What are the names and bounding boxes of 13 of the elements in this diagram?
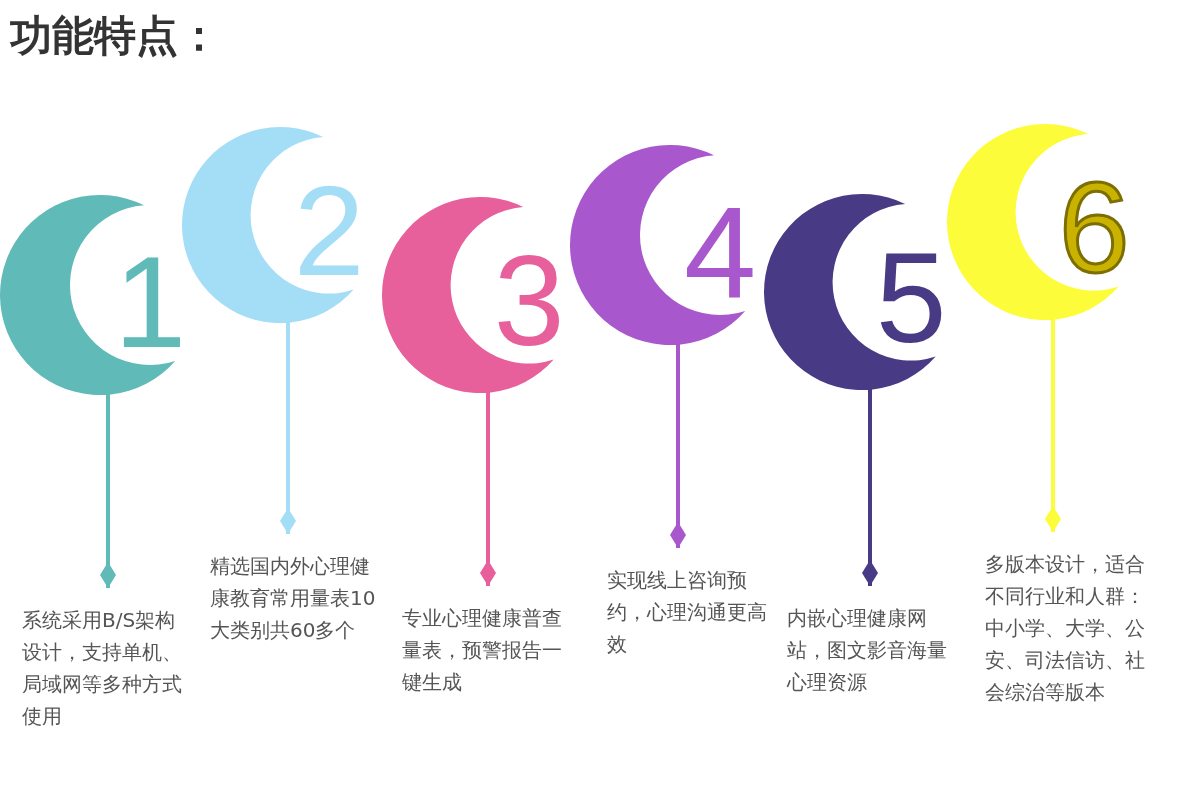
description-text: 系统采用B/S架构设计，支持单机、局域网等多种方式使用 bbox=[22, 588, 190, 732]
description-text: 实现线上咨询预约，心理沟通更高效 bbox=[607, 548, 775, 660]
description-text: 精选国内外心理健康教育常用量表10大类别共60多个 bbox=[210, 534, 378, 646]
description-text: 多版本设计，适合不同行业和人群：中小学、大学、公安、司法信访、社会综治等版本 bbox=[985, 532, 1153, 708]
description-text: 内嵌心理健康网站，图文影音海量心理资源 bbox=[787, 586, 955, 698]
title: 功能特点： bbox=[10, 10, 220, 62]
step-number: 3 bbox=[493, 238, 565, 366]
step-number: 1 bbox=[114, 237, 187, 367]
step-number: 2 bbox=[293, 168, 365, 296]
description-text: 专业心理健康普查量表，预警报告一键生成 bbox=[402, 586, 570, 698]
step-number: 5 bbox=[875, 235, 947, 363]
step-number: 6 bbox=[1058, 165, 1130, 293]
step-number: 4 bbox=[684, 187, 757, 317]
